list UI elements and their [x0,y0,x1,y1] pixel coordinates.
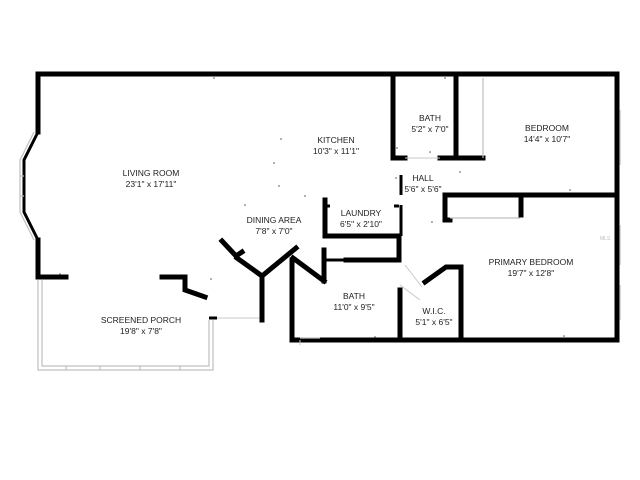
room-name: LIVING ROOM [122,168,180,178]
room-label-kitchen: KITCHEN 10'3" x 11'1" [313,135,359,157]
measurement-ticks [59,77,571,338]
room-label-hall: HALL 5'6" x 5'6" [404,173,441,195]
room-dimensions: 7'8" x 7'0" [255,226,293,236]
room-dimensions: 6'5" x 2'10" [340,219,382,229]
room-label-dining-area: DINING AREA 7'8" x 7'0" [247,215,302,237]
bay-window [19,131,40,241]
room-name: SCREENED PORCH [100,315,182,325]
room-dimensions: 10'3" x 11'1" [313,146,359,156]
room-label-living-room: LIVING ROOM 23'1" x 17'11" [123,168,180,190]
exterior-walls [35,71,620,343]
room-name: PRIMARY BEDROOM [488,257,574,267]
interior-walls-top [390,71,486,236]
laundry-walls [322,197,402,263]
room-dimensions: 5'6" x 5'6" [404,184,442,194]
room-name: DINING AREA [246,215,302,225]
primary-bedroom-walls [397,192,524,343]
room-label-screened-porch: SCREENED PORCH 19'8" x 7'8" [101,315,181,337]
room-dimensions: 19'8" x 7'8" [120,326,162,336]
room-dimensions: 11'0" x 9'5" [333,302,375,312]
room-dimensions: 5'1" x 6'5" [415,317,453,327]
room-name: LAUNDRY [340,208,382,218]
room-dimensions: 14'4" x 10'7" [523,134,571,144]
room-dimensions: 19'7" x 12'8" [507,268,555,278]
room-name: W.I.C. [422,306,446,316]
room-dimensions: 5'2" x 7'0" [411,124,449,134]
room-label-primary-bedroom: PRIMARY BEDROOM 19'7" x 12'8" [489,257,574,279]
room-name: BATH [418,113,442,123]
watermark: MLS [600,236,611,242]
screened-porch-walls [37,280,260,371]
room-name: BATH [342,291,366,301]
room-label-bath-top: BATH 5'2" x 7'0" [411,113,448,135]
room-label-bedroom: BEDROOM 14'4" x 10'7" [524,123,571,145]
room-name: KITCHEN [317,135,355,145]
room-label-laundry: LAUNDRY 6'5" x 2'10" [340,208,382,230]
room-name: BEDROOM [525,123,569,133]
room-dimensions: 23'1" x 17'11" [125,179,177,189]
room-label-bath-primary: BATH 11'0" x 9'5" [333,291,374,313]
interior-walls-center [218,237,346,345]
room-label-wic: W.I.C. 5'1" x 6'5" [415,306,452,328]
room-name: HALL [412,173,434,183]
